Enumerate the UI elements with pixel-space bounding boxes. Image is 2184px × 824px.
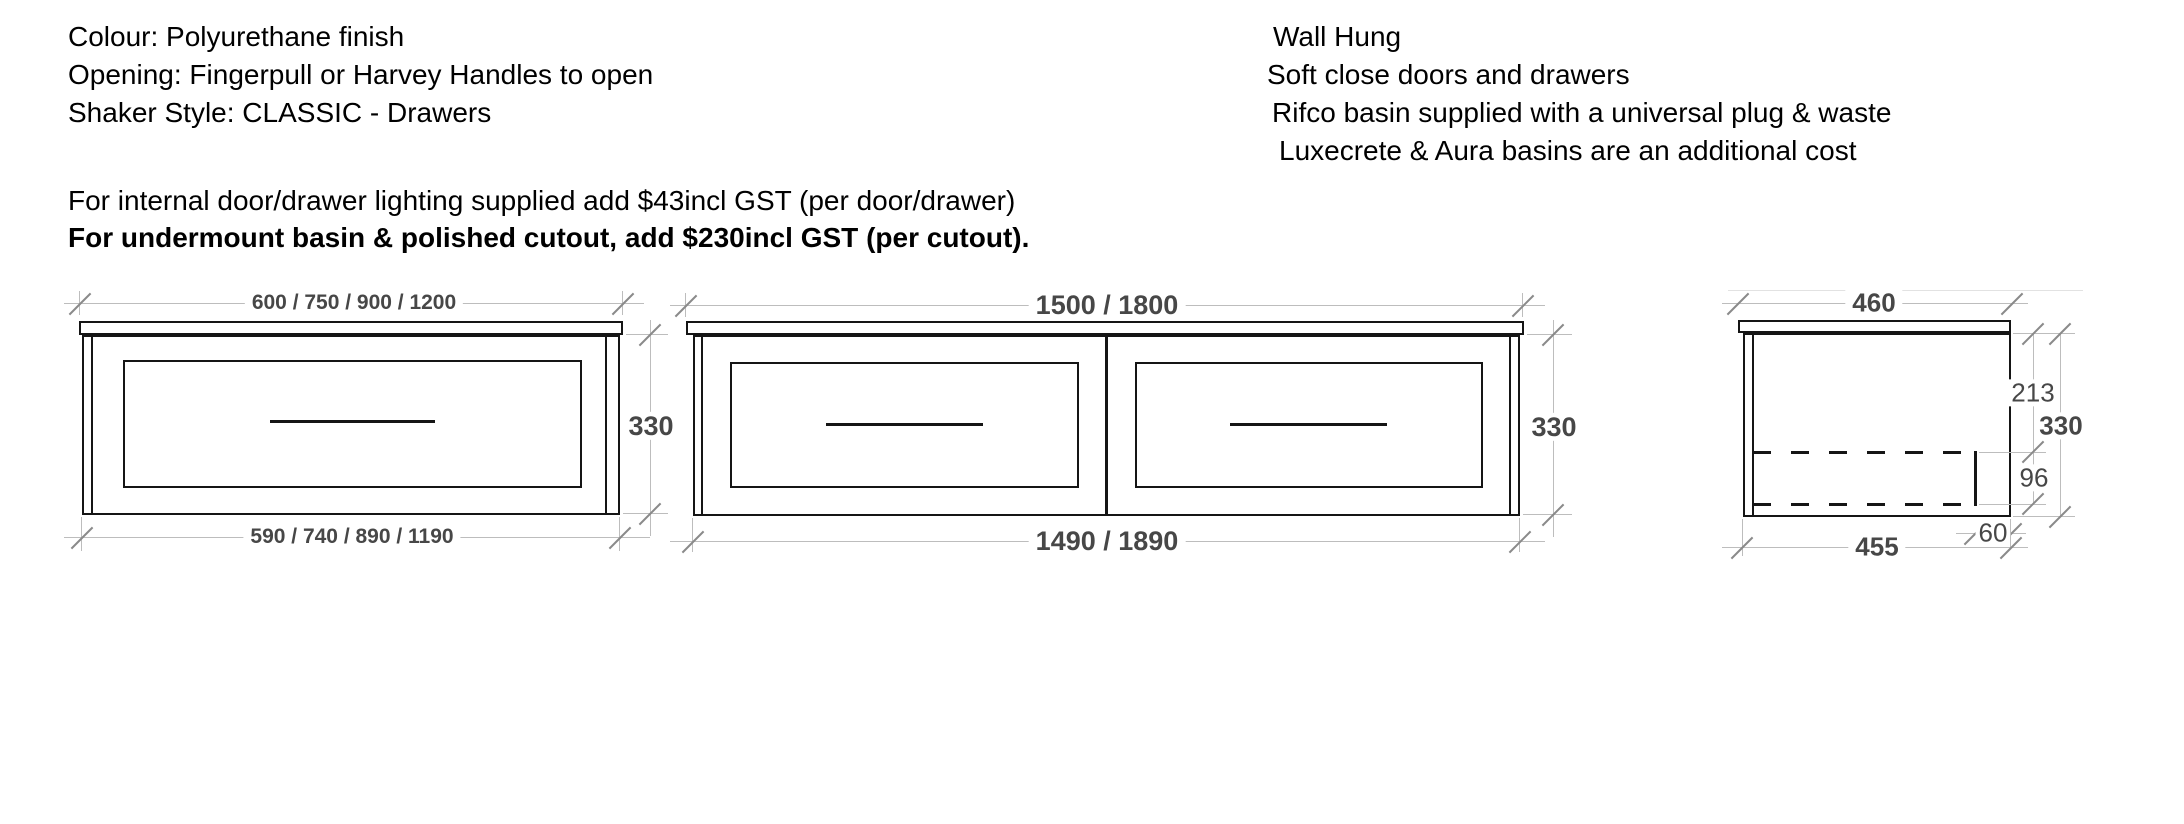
drawer-divider-line bbox=[1105, 337, 1108, 514]
spec-shaker-style: Shaker Style: CLASSIC - Drawers bbox=[68, 97, 492, 128]
pricing-lighting: For internal door/drawer lighting suppli… bbox=[68, 185, 1016, 216]
extension-line bbox=[2013, 516, 2075, 517]
dim-label-back-gap: 60 bbox=[1975, 519, 2011, 547]
benchtop bbox=[79, 321, 623, 335]
dim-label-height: 330 bbox=[621, 411, 681, 440]
dim-label-depth-top: 460 bbox=[1845, 289, 1903, 317]
dim-label-drawer-section: 96 bbox=[2016, 464, 2052, 492]
front-panel-line bbox=[1752, 335, 1754, 515]
extension-line bbox=[1742, 519, 1743, 556]
extension-line bbox=[1523, 514, 1572, 515]
dim-label-depth-bottom: 455 bbox=[1848, 533, 1906, 561]
spec-opening: Opening: Fingerpull or Harvey Handles to… bbox=[68, 59, 654, 90]
fingerpull-line bbox=[826, 423, 983, 426]
drawer-box-hidden-bottom bbox=[1753, 503, 1975, 506]
tick-mark bbox=[1508, 530, 1532, 554]
tick-mark bbox=[1726, 292, 1750, 316]
benchtop bbox=[686, 321, 1524, 335]
spec-rifco-basin: Rifco basin supplied with a universal pl… bbox=[1272, 97, 1892, 128]
extension-line bbox=[1979, 452, 2046, 453]
spec-wall-hung: Wall Hung bbox=[1273, 21, 1402, 52]
tick-mark bbox=[681, 530, 705, 554]
stile-line bbox=[1509, 337, 1511, 514]
drawer-panel bbox=[123, 360, 582, 488]
fingerpull-line bbox=[1230, 423, 1387, 426]
cabinet-body bbox=[1743, 333, 2011, 517]
extension-line bbox=[81, 517, 82, 551]
dim-label-top-section: 213 bbox=[2008, 379, 2058, 407]
stile-line bbox=[605, 337, 607, 513]
dim-label-height: 330 bbox=[2036, 412, 2086, 440]
tick-mark bbox=[674, 294, 698, 318]
extension-line bbox=[1519, 518, 1520, 552]
spec-soft-close: Soft close doors and drawers bbox=[1267, 59, 1630, 90]
tick-mark bbox=[70, 526, 94, 550]
pricing-block: For internal door/drawer lighting suppli… bbox=[68, 182, 1029, 256]
spec-luxecrete-aura: Luxecrete & Aura basins are an additiona… bbox=[1279, 135, 1857, 166]
dim-label-width-top: 600 / 750 / 900 / 1200 bbox=[244, 291, 464, 315]
dim-label-width-top: 1500 / 1800 bbox=[1028, 290, 1186, 319]
specs-right-block: Wall Hung Soft close doors and drawers R… bbox=[1267, 18, 1891, 170]
extension-line bbox=[2010, 519, 2011, 549]
drawer-box-back-line bbox=[1974, 451, 1977, 506]
fingerpull-line bbox=[270, 420, 435, 423]
dim-label-width-bottom: 1490 / 1890 bbox=[1028, 526, 1186, 555]
tick-mark bbox=[1511, 294, 1535, 318]
extension-line bbox=[2013, 333, 2075, 334]
extension-line bbox=[1979, 504, 2046, 505]
tick-mark bbox=[68, 292, 92, 316]
tick-mark bbox=[611, 292, 635, 316]
dimension-line bbox=[2033, 333, 2034, 505]
extension-line bbox=[692, 518, 693, 552]
drawer-box-hidden-top bbox=[1753, 451, 1975, 454]
stile-line bbox=[91, 337, 93, 513]
extension-line bbox=[619, 517, 620, 551]
pricing-undermount: For undermount basin & polished cutout, … bbox=[68, 222, 1030, 253]
extension-line bbox=[626, 334, 668, 335]
faint-border-line bbox=[1728, 290, 2083, 291]
dim-label-height: 330 bbox=[1524, 412, 1584, 441]
specs-left-block: Colour: Polyurethane finish Opening: Fin… bbox=[68, 18, 653, 132]
spec-colour: Colour: Polyurethane finish bbox=[68, 21, 405, 52]
stile-line bbox=[701, 337, 703, 514]
benchtop bbox=[1738, 320, 2011, 333]
dim-label-width-bottom: 590 / 740 / 890 / 1190 bbox=[243, 525, 461, 549]
extension-line bbox=[623, 513, 668, 514]
tick-mark bbox=[608, 526, 632, 550]
tick-mark bbox=[2000, 292, 2024, 316]
extension-line bbox=[1527, 334, 1572, 335]
